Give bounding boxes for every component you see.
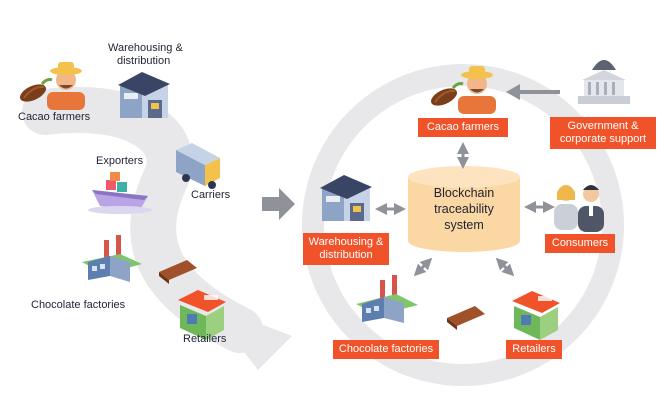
warehousing-tag-line2: distribution: [319, 249, 373, 261]
core-line-3: system: [444, 218, 484, 232]
farmer-icon: [458, 66, 496, 114]
retailers-label: Retailers: [183, 333, 227, 345]
government-building-icon: [578, 60, 630, 104]
government-arrow-icon: [506, 84, 560, 100]
blockchain-core-label: Blockchain traceability system: [414, 185, 514, 233]
warehousing-label-line1: Warehousing &: [108, 42, 183, 54]
consumers-icon: [554, 185, 604, 232]
supply-flow-path: [22, 86, 292, 370]
cacao-farmers-label: Cacao farmers: [18, 111, 91, 123]
chocolate-bar-icon: [159, 260, 197, 284]
consumers-tag: Consumers: [545, 234, 615, 253]
flow-arrow-head: [206, 303, 292, 370]
transition-arrow-icon: [262, 188, 295, 220]
chocolate-factories-label: Chocolate factories: [31, 299, 126, 311]
cacao-pod-icon: [430, 82, 464, 106]
cacao-pod-icon: [19, 78, 53, 102]
double-arrow-icon: [375, 142, 555, 277]
retailers-tag: Retailers: [506, 340, 562, 359]
blockchain-core-icon: [408, 166, 520, 252]
carriers-label: Carriers: [191, 189, 231, 201]
factory-icon: [82, 235, 142, 282]
shop-icon: [178, 290, 226, 340]
core-line-2: traceability: [434, 202, 494, 216]
exporters-label: Exporters: [96, 155, 144, 167]
cacao-farmers-tag: Cacao farmers: [418, 118, 508, 137]
core-line-1: Blockchain: [433, 186, 495, 200]
warehousing-tag: Warehousing & distribution: [303, 233, 389, 265]
shop-icon: [512, 291, 560, 340]
warehouse-icon: [118, 72, 170, 118]
truck-icon: [176, 143, 220, 189]
government-tag-line2: corporate support: [559, 133, 647, 145]
chocolate-bar-icon: [447, 306, 485, 330]
warehousing-tag-line1: Warehousing &: [308, 236, 384, 248]
government-tag: Government & corporate support: [550, 117, 656, 149]
government-tag-line1: Government &: [567, 120, 639, 132]
warehouse-icon: [320, 175, 372, 221]
warehousing-label-line2: distribution: [117, 55, 171, 67]
chocolate-factories-tag: Chocolate factories: [333, 340, 439, 359]
farmer-icon: [47, 62, 85, 110]
ship-icon: [88, 172, 152, 214]
factory-icon: [356, 275, 418, 323]
